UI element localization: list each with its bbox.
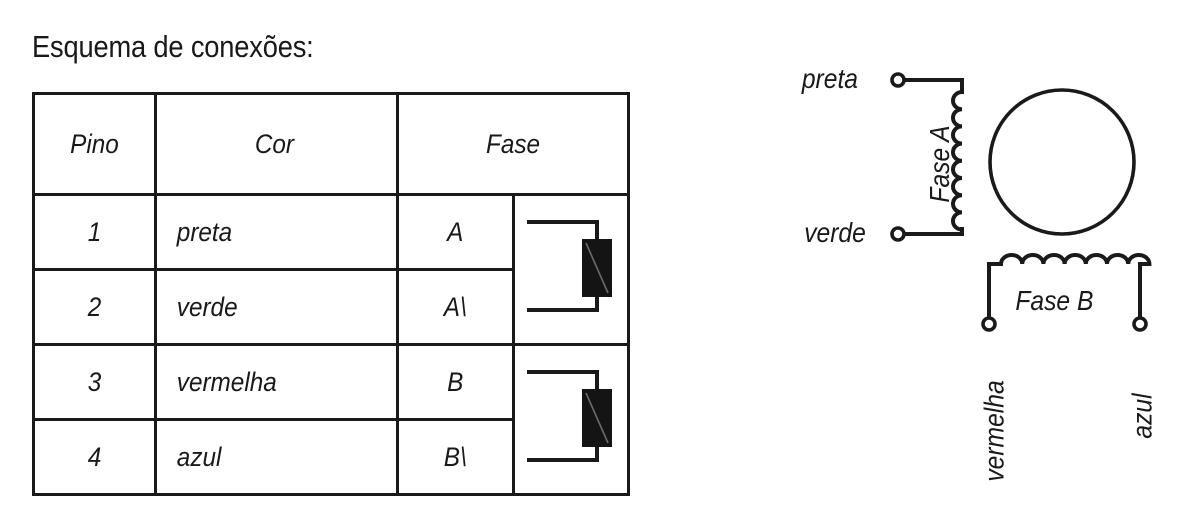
phase-b-left-lead	[987, 262, 1003, 326]
label-fase-b: Fase B	[1015, 285, 1094, 316]
terminal-vermelha	[981, 316, 997, 332]
table-header-row: Pino Cor Fase	[32, 92, 630, 196]
label-azul: azul	[1126, 393, 1158, 439]
cell-fase-4: B\	[396, 418, 515, 496]
phase-a-coil	[951, 89, 965, 232]
label-verde: verde	[804, 217, 866, 248]
phase-b-coil	[998, 253, 1152, 267]
cell-fase-1: A	[396, 193, 515, 271]
cell-cor-3: vermelha	[154, 343, 399, 421]
cell-cor-4: azul	[154, 418, 399, 496]
table-row: 1 preta A	[32, 193, 630, 346]
cell-cor-1: preta	[154, 193, 399, 271]
winding-schematic-svg	[890, 72, 1152, 332]
coil-symbol-phase-a	[511, 193, 630, 346]
table-panel: Esquema de conexões: Pino Cor Fase	[32, 29, 630, 496]
phase-a-bottom-lead	[901, 227, 964, 236]
winding-diagram: preta verde Fase A Fase B vermelha azul	[660, 0, 1200, 512]
column-header-cor: Cor	[154, 92, 399, 196]
column-header-pino: Pino	[32, 92, 157, 196]
terminal-azul	[1132, 316, 1148, 332]
coil-symbol-phase-b	[511, 343, 630, 496]
label-fase-a: Fase A	[923, 125, 955, 203]
table-row: 4 azul B\	[32, 418, 629, 496]
cell-pino-4: 4	[32, 418, 157, 496]
page-title: Esquema de conexões:	[32, 29, 314, 64]
table-row: 3 vermelha B	[32, 343, 630, 496]
table-row: 2 verde A\	[32, 268, 629, 346]
terminal-preta	[890, 72, 906, 88]
rotor-circle	[988, 88, 1136, 236]
label-preta: preta	[801, 63, 858, 94]
label-vermelha: vermelha	[978, 380, 1010, 482]
coil-icon	[526, 370, 612, 462]
cell-pino-3: 3	[32, 343, 157, 421]
column-header-fase: Fase	[396, 92, 630, 196]
connections-table: Pino Cor Fase 1 preta	[32, 92, 630, 496]
terminal-verde	[890, 226, 906, 242]
cell-fase-3: B	[396, 343, 515, 421]
phase-a-top-lead	[901, 78, 964, 94]
cell-cor-2: verde	[154, 268, 399, 346]
cell-pino-2: 2	[32, 268, 157, 346]
coil-icon	[526, 220, 612, 312]
cell-fase-2: A\	[396, 268, 515, 346]
phase-b-right-lead	[1138, 262, 1151, 326]
cell-pino-1: 1	[32, 193, 157, 271]
